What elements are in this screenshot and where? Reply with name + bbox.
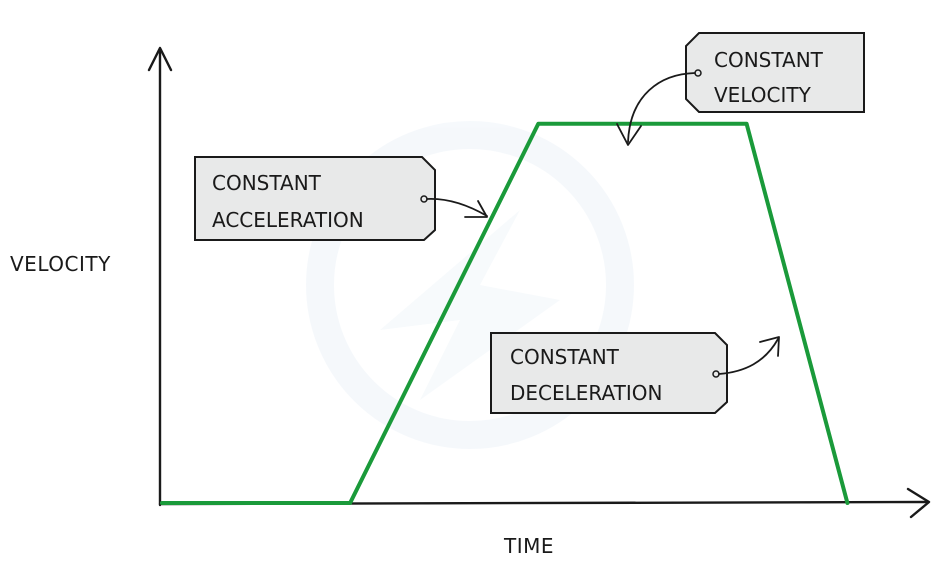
- y-axis-label: VELOCITY: [10, 252, 111, 276]
- tag-constant-acceleration: CONSTANT ACCELERATION: [194, 156, 488, 241]
- tag-velocity-line2: VELOCITY: [714, 83, 812, 107]
- tag-acceleration-line1: CONSTANT: [212, 171, 322, 195]
- series-layer: [160, 121, 850, 505]
- tag-deceleration-line2: DECELERATION: [510, 381, 662, 405]
- x-axis-label: TIME: [503, 534, 554, 558]
- pointer-arrow-icon: [718, 338, 779, 375]
- tag-velocity-line1: CONSTANT: [714, 48, 824, 72]
- y-axis: [147, 46, 173, 507]
- x-axis-arrow-icon: [906, 487, 931, 519]
- tag-acceleration-line2: ACCELERATION: [212, 208, 364, 232]
- tag-deceleration-line1: CONSTANT: [510, 345, 620, 369]
- series-line-velocity-time: [160, 121, 850, 505]
- pointer-arrow-icon: [627, 72, 696, 143]
- tag-constant-deceleration: CONSTANT DECELERATION: [490, 332, 780, 414]
- y-axis-arrow-icon: [147, 46, 173, 72]
- watermark-logo: [306, 121, 634, 449]
- tag-constant-velocity: CONSTANT VELOCITY: [616, 32, 865, 146]
- pointer-arrow-icon: [426, 198, 488, 217]
